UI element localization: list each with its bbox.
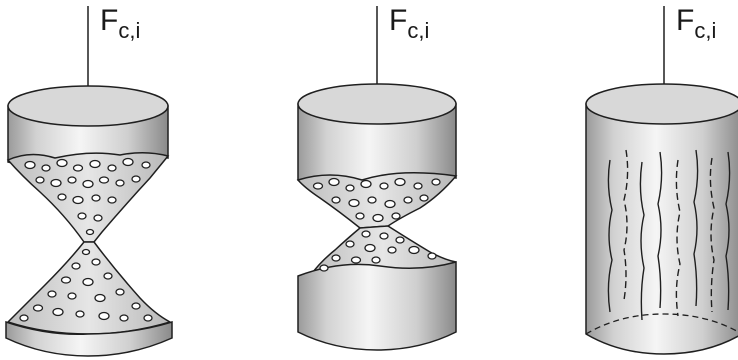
lower-cylinder	[297, 261, 457, 351]
upper-rubble-cone	[6, 152, 170, 243]
cylinder-body	[585, 103, 738, 355]
lower-cap	[5, 320, 173, 357]
force-label-2: Fc,i	[389, 6, 429, 42]
force-symbol: F	[676, 4, 695, 37]
panel-cone-failure	[5, 6, 173, 357]
bottom-hidden-edge	[585, 313, 738, 335]
panel-splitting-failure	[585, 6, 738, 355]
force-label-3: Fc,i	[676, 6, 716, 42]
panel-partial-cone-failure	[296, 6, 458, 351]
vertical-cracks	[607, 149, 731, 321]
force-subscript: c,i	[118, 18, 141, 43]
aggregate-pebbles	[312, 177, 441, 272]
force-subscript: c,i	[407, 18, 430, 43]
force-symbol: F	[389, 4, 408, 37]
force-subscript: c,i	[694, 18, 717, 43]
top-face	[7, 85, 169, 127]
top-face	[585, 83, 738, 125]
top-face	[297, 83, 457, 125]
force-symbol: F	[100, 4, 119, 37]
aggregate-pebbles	[19, 157, 153, 322]
force-label-1: Fc,i	[100, 6, 140, 42]
